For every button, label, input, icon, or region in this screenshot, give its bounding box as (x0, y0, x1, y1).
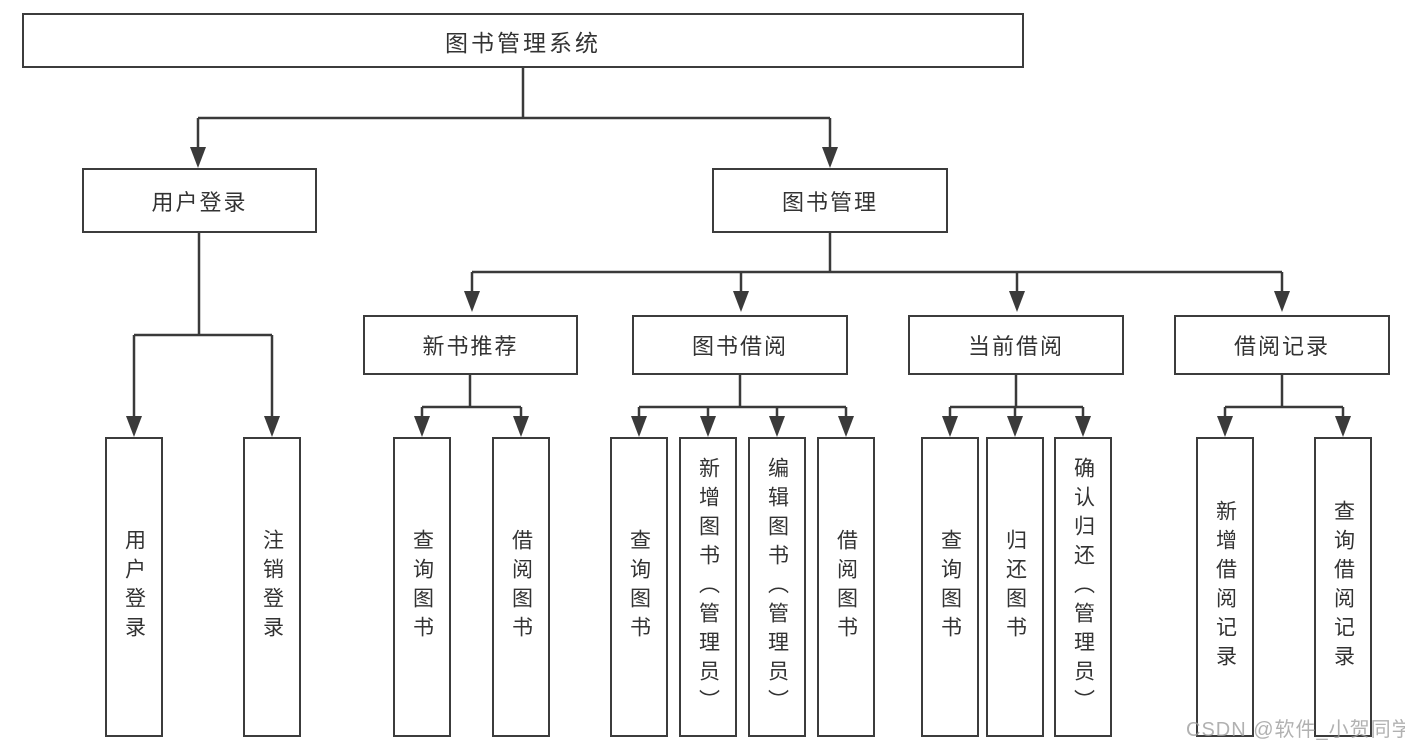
leaf-edit-books-admin: 编辑图书（管理员） (748, 437, 806, 737)
leaf-borrow-books-recommend: 借阅图书 (492, 437, 550, 737)
node-borrowing-records: 借阅记录 (1174, 315, 1390, 375)
leaf-query-borrow-record: 查询借阅记录 (1314, 437, 1372, 737)
leaf-logout: 注销登录 (243, 437, 301, 737)
node-label: 用户登录 (151, 189, 248, 215)
node-label: 借阅图书 (509, 529, 533, 645)
leaf-query-books-current: 查询图书 (921, 437, 979, 737)
node-new-book-recommendation: 新书推荐 (363, 315, 578, 375)
node-library-management-system: 图书管理系统 (22, 13, 1024, 68)
node-label: 查询图书 (627, 529, 651, 645)
node-label: 用户登录 (122, 529, 146, 645)
node-label: 图书管理系统 (445, 29, 601, 56)
leaf-return-books: 归还图书 (986, 437, 1044, 737)
leaf-add-borrow-record: 新增借阅记录 (1196, 437, 1254, 737)
leaf-add-books-admin: 新增图书（管理员） (679, 437, 737, 737)
node-label: 图书借阅 (691, 334, 788, 359)
node-label: 确认归还（管理员） (1071, 456, 1095, 718)
csdn-watermark: CSDN @软件_小贺同学 (1186, 719, 1405, 741)
node-user-login-module: 用户登录 (82, 168, 317, 233)
node-label: 归还图书 (1003, 529, 1027, 645)
node-label: 借阅图书 (834, 529, 858, 645)
node-label: 新增借阅记录 (1213, 500, 1237, 674)
node-label: 查询借阅记录 (1331, 500, 1355, 674)
leaf-confirm-return-admin: 确认归还（管理员） (1054, 437, 1112, 737)
node-label: 新书推荐 (422, 334, 519, 359)
leaf-query-books-recommend: 查询图书 (393, 437, 451, 737)
node-current-borrowing: 当前借阅 (908, 315, 1124, 375)
node-label: 新增图书（管理员） (696, 456, 720, 718)
node-label: 查询图书 (938, 529, 962, 645)
node-book-management-module: 图书管理 (712, 168, 948, 233)
node-label: 编辑图书（管理员） (765, 456, 789, 718)
leaf-user-login: 用户登录 (105, 437, 163, 737)
node-book-borrowing: 图书借阅 (632, 315, 848, 375)
node-label: 查询图书 (410, 529, 434, 645)
node-label: 注销登录 (260, 529, 284, 645)
node-label: 借阅记录 (1233, 334, 1330, 359)
node-label: 图书管理 (781, 189, 878, 215)
leaf-query-books-borrowing: 查询图书 (610, 437, 668, 737)
node-label: 当前借阅 (967, 334, 1064, 359)
leaf-borrow-books: 借阅图书 (817, 437, 875, 737)
